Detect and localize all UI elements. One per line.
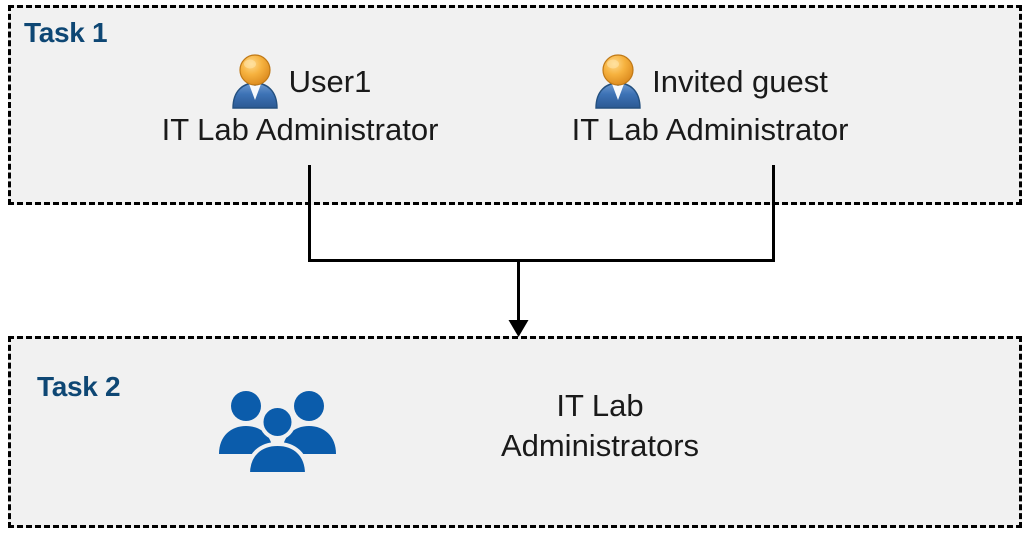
- person-invited-guest: Invited guest IT Lab Administrator: [520, 52, 900, 148]
- group-name-line-1: IT Lab: [556, 388, 644, 423]
- person-invited-guest-role: IT Lab Administrator: [571, 112, 849, 147]
- arrow-head-icon: [508, 320, 529, 337]
- group-name-line-2: Administrators: [500, 427, 700, 463]
- person-user1-header: User1: [110, 52, 490, 110]
- person-invited-guest-name: Invited guest: [652, 63, 828, 99]
- person-invited-guest-header: Invited guest: [520, 52, 900, 110]
- task-1-label: Task 1: [24, 17, 108, 48]
- single-user-icon: [592, 53, 644, 109]
- task-2-container: [8, 336, 1022, 528]
- person-user1-name: User1: [288, 63, 372, 99]
- person-user1-role: IT Lab Administrator: [161, 112, 439, 147]
- group-name: IT Lab Administrators: [400, 386, 800, 465]
- user-group-icon: [215, 388, 340, 476]
- person-user1: User1 IT Lab Administrator: [110, 52, 490, 148]
- task-1-container: [8, 5, 1022, 205]
- single-user-icon: [229, 53, 281, 109]
- task-2-label: Task 2: [37, 371, 121, 402]
